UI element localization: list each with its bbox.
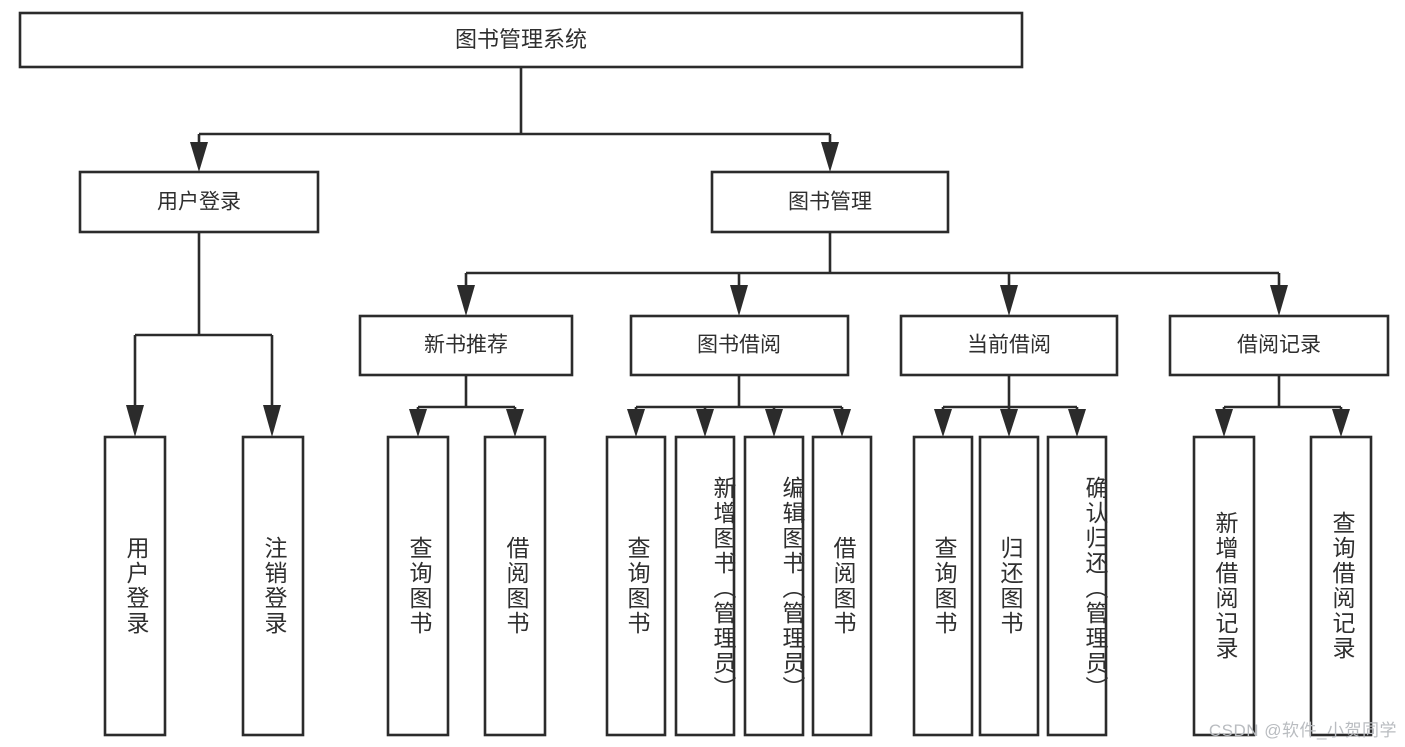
- leaf-box-bb-add-book-admin[interactable]: [674, 435, 736, 737]
- connector-group-new-book: [409, 375, 524, 437]
- arrowhead-nb-leaf-1: [409, 409, 427, 437]
- arrowhead-user-login-leaf-2: [263, 405, 281, 437]
- arrowhead-bb-leaf-4: [833, 409, 851, 437]
- arrowhead-cb-leaf-1: [934, 409, 952, 437]
- leaf-box-br-query-record[interactable]: [1309, 435, 1373, 737]
- leaf-box-cb-return-book[interactable]: [978, 435, 1040, 737]
- arrowhead-bm-to-book-borrow: [730, 285, 748, 316]
- arrowhead-bb-leaf-3: [765, 409, 783, 437]
- leaf-box-user-login[interactable]: [103, 435, 167, 737]
- connector-group-book-manage: [457, 232, 1288, 316]
- node-current-borrow[interactable]: [899, 314, 1119, 377]
- node-book-management-label: 图书管理: [788, 191, 872, 214]
- connector-group-user-login: [126, 232, 281, 437]
- node-borrow-record[interactable]: [1168, 314, 1390, 377]
- leaf-box-cb-confirm-return-admin[interactable]: [1046, 435, 1108, 737]
- node-book-borrow-label: 图书借阅: [697, 334, 781, 357]
- arrowhead-bb-leaf-1: [627, 409, 645, 437]
- node-book-management[interactable]: [710, 170, 950, 234]
- arrowhead-user-login-leaf-1: [126, 405, 144, 437]
- leaf-box-bb-query-book[interactable]: [605, 435, 667, 737]
- node-current-borrow-label: 当前借阅: [967, 334, 1051, 357]
- connector-group-root: [190, 67, 839, 172]
- arrowhead-br-leaf-1: [1215, 409, 1233, 437]
- node-borrow-record-label: 借阅记录: [1237, 334, 1321, 357]
- arrowhead-bm-to-new-book: [457, 285, 475, 316]
- arrowhead-bm-to-current-borrow: [1000, 285, 1018, 316]
- node-user-login[interactable]: [78, 170, 320, 234]
- leaf-box-bb-edit-book-admin[interactable]: [743, 435, 805, 737]
- node-root-label: 图书管理系统: [455, 27, 587, 52]
- node-new-book-recommend-label: 新书推荐: [424, 334, 508, 357]
- node-book-borrow[interactable]: [629, 314, 850, 377]
- arrowhead-cb-leaf-2: [1000, 409, 1018, 437]
- arrowhead-root-to-book-manage: [821, 142, 839, 172]
- connector-group-borrow-record: [1215, 375, 1350, 437]
- arrowhead-cb-leaf-3: [1068, 409, 1086, 437]
- node-root-book-management-system[interactable]: [18, 11, 1024, 69]
- arrowhead-nb-leaf-2: [506, 409, 524, 437]
- leaf-box-logout[interactable]: [241, 435, 305, 737]
- leaf-box-cb-query-book[interactable]: [912, 435, 974, 737]
- arrowhead-br-leaf-2: [1332, 409, 1350, 437]
- arrowhead-bm-to-borrow-record: [1270, 285, 1288, 316]
- leaf-box-nb-query-book[interactable]: [386, 435, 450, 737]
- leaf-box-bb-borrow-book[interactable]: [811, 435, 873, 737]
- node-user-login-label: 用户登录: [157, 191, 241, 214]
- watermark-text: CSDN @软件_小贺同学: [1208, 721, 1397, 740]
- connector-group-book-borrow: [627, 375, 851, 437]
- node-new-book-recommend[interactable]: [358, 314, 574, 377]
- connector-group-current-borrow: [934, 375, 1086, 437]
- arrowhead-root-to-user-login: [190, 142, 208, 172]
- arrowhead-bb-leaf-2: [696, 409, 714, 437]
- leaf-box-br-add-record[interactable]: [1192, 435, 1256, 737]
- leaf-box-nb-borrow-book[interactable]: [483, 435, 547, 737]
